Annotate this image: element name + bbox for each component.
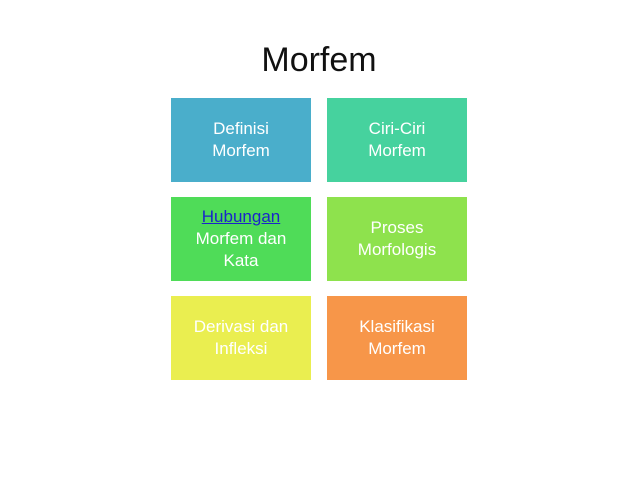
tile-label-line: Kata	[223, 251, 259, 270]
tile-label-line: Derivasi dan	[193, 317, 289, 336]
tile-derivasi-dan-infleksi[interactable]: Derivasi dan Infleksi	[171, 296, 311, 380]
tile-label-line: Morfem	[368, 141, 426, 160]
tile-definisi-morfem[interactable]: Definisi Morfem	[171, 98, 311, 182]
tile-label-line: Morfem	[368, 339, 426, 358]
tile-label-line: Proses	[370, 218, 424, 237]
tile-label-line: Morfem dan	[195, 229, 287, 248]
tile-label-line: Klasifikasi	[359, 317, 435, 336]
tile-label-line: Infleksi	[214, 339, 268, 358]
tile-hubungan-morfem-dan-kata[interactable]: Hubungan Morfem dan Kata	[171, 197, 311, 281]
tile-ciri-ciri-morfem[interactable]: Ciri-Ciri Morfem	[327, 98, 467, 182]
tile-proses-morfologis[interactable]: Proses Morfologis	[327, 197, 467, 281]
hubungan-link[interactable]: Hubungan	[201, 207, 281, 226]
page-title: Morfem	[261, 41, 377, 79]
tile-label-line: Ciri-Ciri	[368, 119, 426, 138]
tile-label-line: Definisi	[213, 119, 269, 138]
tile-label-line: Morfem	[212, 141, 270, 160]
tile-klasifikasi-morfem[interactable]: Klasifikasi Morfem	[327, 296, 467, 380]
tile-label-line: Morfologis	[357, 240, 437, 259]
